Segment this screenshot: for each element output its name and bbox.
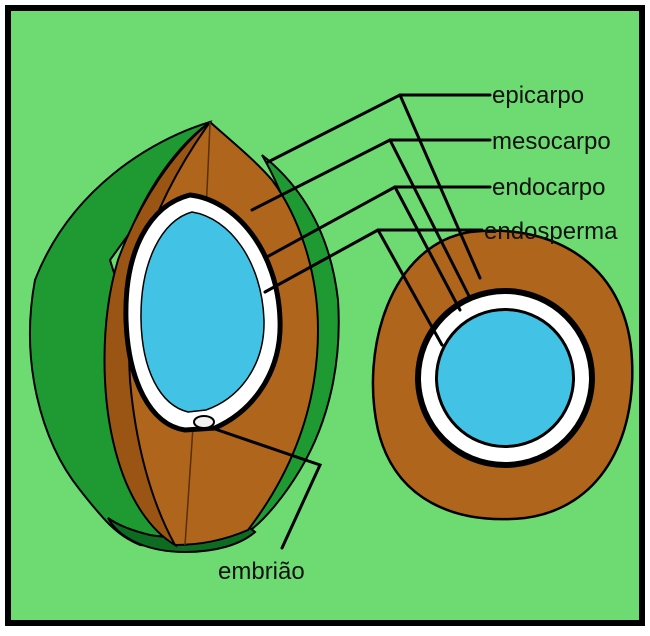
label-mesocarpo: mesocarpo [492,128,611,155]
cross-endosperm [438,311,572,445]
cross-section [373,231,632,519]
label-endocarpo: endocarpo [492,174,605,201]
embryo [194,416,214,428]
label-embriao: embrião [218,558,305,585]
label-endosperma: endosperma [484,218,618,245]
label-epicarpo: epicarpo [492,82,584,109]
